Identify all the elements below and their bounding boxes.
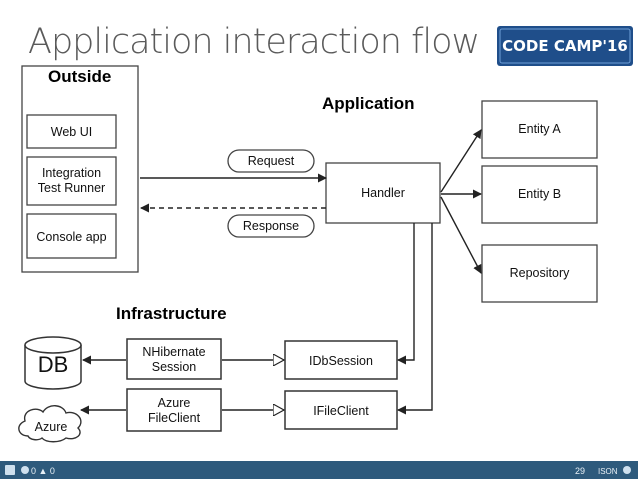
entity-b-box [481, 165, 598, 224]
entity-b-label: Entity B [518, 187, 561, 201]
entity-a-box [481, 100, 598, 159]
handler-to-ifileclient-arrow [397, 223, 433, 415]
web-ui-box [26, 114, 117, 149]
repository-box [481, 244, 598, 303]
azure-fileclient-label-line1: Azure [158, 396, 191, 410]
integration-test-runner-label-line2: Test Runner [38, 181, 105, 195]
azure-cloud [18, 405, 82, 443]
idbsession-label: IDbSession [309, 354, 373, 368]
response-label: Response [243, 219, 299, 233]
integration-test-runner-label-line1: Integration [42, 166, 101, 180]
handler-to-idbsession-arrow [397, 223, 415, 365]
page-number: 29 [575, 466, 585, 476]
azure-label: Azure [35, 420, 68, 434]
entity-a-label: Entity A [518, 122, 561, 136]
footer-graphics: 0 ▲ 0 29 ISON [5, 465, 631, 476]
idbsession-box [284, 340, 398, 380]
azure-fileclient-label-line2: FileClient [148, 411, 201, 425]
footer-bar: 0 ▲ 0 29 ISON [0, 461, 638, 479]
handler-label: Handler [361, 186, 405, 200]
footer-error-icon [21, 466, 29, 474]
slide-title: Application interaction flow [28, 22, 480, 62]
request-label: Request [248, 154, 295, 168]
footer-app-icon [5, 465, 15, 475]
db-cylinder [24, 336, 82, 390]
ifileclient-box [284, 390, 398, 430]
footer-tag: ISON [598, 467, 618, 476]
footer-smiley-icon [623, 466, 631, 474]
handler-to-repository-arrow [440, 196, 482, 274]
integration-test-runner-box [26, 156, 117, 206]
web-ui-label: Web UI [51, 125, 92, 139]
response-pill [227, 214, 315, 238]
repository-label: Repository [510, 266, 570, 280]
nhibernate-session-label-line2: Session [152, 360, 197, 374]
ifileclient-label: IFileClient [313, 404, 369, 418]
nhibernate-session-box [126, 338, 222, 380]
console-app-label: Console app [36, 230, 106, 244]
infrastructure-group-label: Infrastructure [116, 304, 227, 323]
code-camp-logo: CODE CAMP'16 [497, 26, 633, 66]
outside-group-label: Outside [48, 67, 111, 86]
db-label: DB [38, 352, 69, 377]
footer-counts: 0 ▲ 0 [31, 466, 55, 476]
nhibernate-session-label-line1: NHibernate [142, 345, 205, 359]
handler-to-entity-a-arrow [440, 129, 482, 193]
azure-fileclient-box [126, 388, 222, 432]
application-group-label: Application [322, 94, 415, 113]
console-app-box [26, 213, 117, 259]
handler-box [325, 162, 441, 224]
logo-text: CODE CAMP'16 [502, 37, 628, 55]
request-pill [227, 149, 315, 173]
